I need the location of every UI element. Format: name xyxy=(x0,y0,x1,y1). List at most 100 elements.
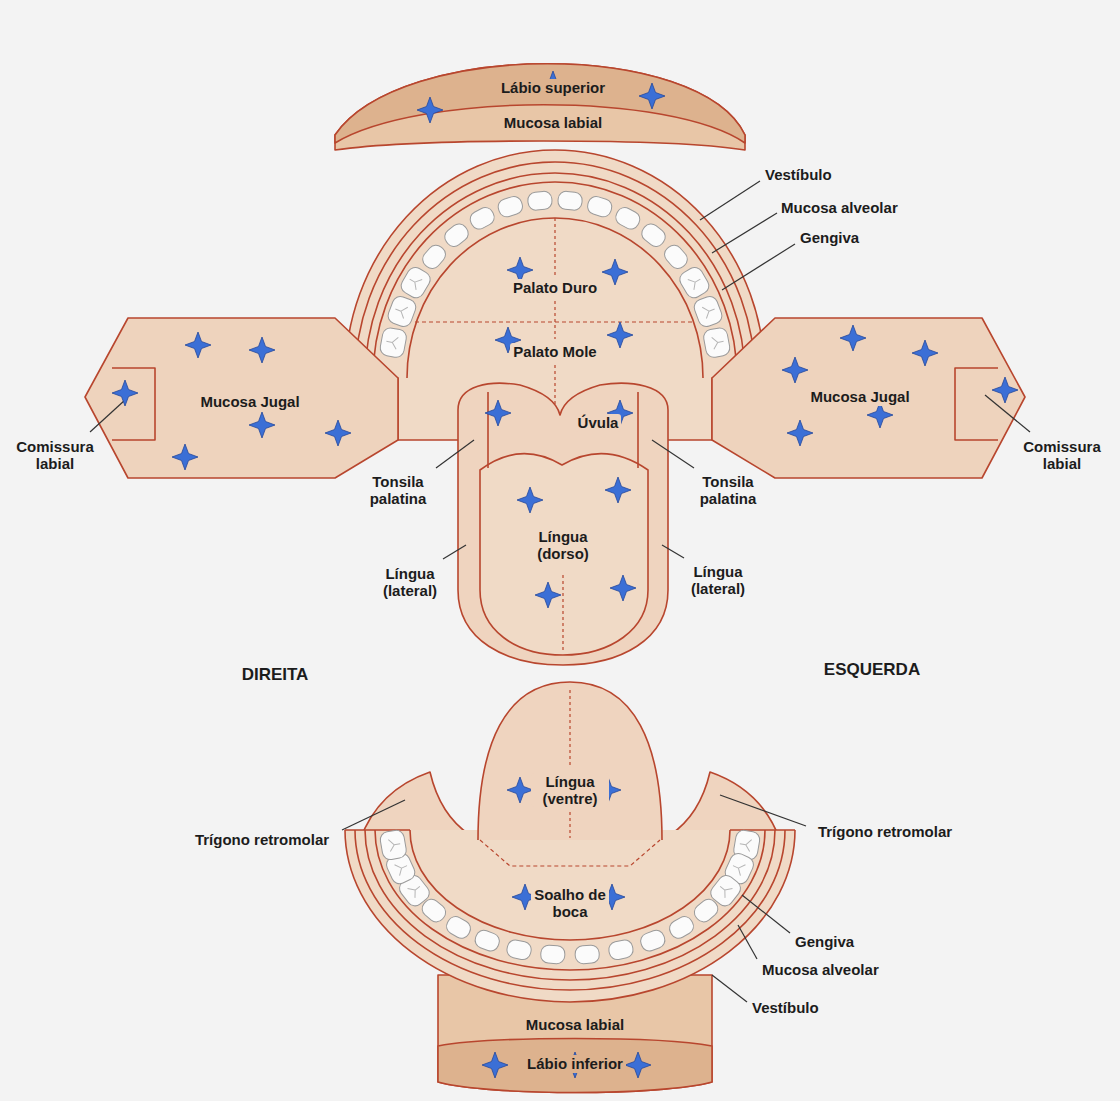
marker-star xyxy=(482,1052,508,1078)
commissure-box xyxy=(955,368,998,440)
cheek-right-side xyxy=(85,318,398,478)
tooth-crown xyxy=(586,195,614,219)
leader-line xyxy=(342,800,405,830)
part-label: Mucosa alveolar xyxy=(781,199,898,216)
leader-line xyxy=(662,545,684,558)
tooth xyxy=(702,327,731,359)
region-box: Lábio inferior xyxy=(522,1053,628,1074)
gingiva-line xyxy=(375,830,765,970)
tooth xyxy=(607,939,634,962)
tooth-crown xyxy=(691,896,721,925)
alveolar-line xyxy=(365,173,745,378)
tooth-crown xyxy=(473,928,502,953)
tooth xyxy=(496,195,524,219)
tooth xyxy=(575,945,600,965)
tooth xyxy=(613,205,643,232)
hard-soft-divider xyxy=(415,321,695,322)
tonsil-line xyxy=(488,392,638,468)
marker-star xyxy=(172,444,198,470)
marker-star xyxy=(535,582,561,608)
alveolar-line xyxy=(365,830,775,980)
tooth-crown xyxy=(527,191,553,211)
tooth-crown xyxy=(677,264,712,300)
upper-lip-mucosa xyxy=(335,64,745,150)
lower-arch-region xyxy=(345,830,795,1002)
marker-star xyxy=(840,325,866,351)
tooth-crown xyxy=(613,205,643,232)
tooth xyxy=(419,242,448,272)
region-name: Mucosa labial xyxy=(523,1016,627,1033)
tooth-crown xyxy=(639,221,669,250)
region-name: Mucosa Jugal xyxy=(197,393,302,410)
palate-region xyxy=(345,150,765,440)
marker-star xyxy=(112,380,138,406)
cheek-left-side xyxy=(712,318,1025,478)
region-name: Lábio inferior xyxy=(524,1055,626,1072)
part-label: Trígono retromolar xyxy=(195,831,329,848)
tooth xyxy=(639,221,669,250)
tooth-cusp xyxy=(407,274,423,290)
leader-line xyxy=(652,440,694,468)
marker-star xyxy=(992,377,1018,403)
tooth xyxy=(467,205,497,232)
leader-line xyxy=(742,895,790,933)
region-box: Soalho de boca xyxy=(529,884,611,923)
tooth-crown xyxy=(607,939,634,962)
tooth-crown xyxy=(467,205,497,232)
tooth-cusp xyxy=(712,335,725,349)
part-label: Vestíbulo xyxy=(752,999,819,1016)
tooth-cusp xyxy=(388,838,401,852)
tooth xyxy=(473,928,502,953)
tooth-crown xyxy=(702,327,731,359)
part-label: Trígono retromolar xyxy=(818,823,952,840)
part-label: Gengiva xyxy=(800,229,859,246)
marker-star xyxy=(912,340,938,366)
region-name: Língua (dorso) xyxy=(524,528,602,563)
tooth-crown xyxy=(442,221,472,250)
marker-star xyxy=(787,420,813,446)
part-label: Comissura labial xyxy=(9,438,101,473)
part-label: DIREITA xyxy=(242,665,309,685)
region-box: Lábio superior xyxy=(496,77,610,98)
part-label: Mucosa alveolar xyxy=(762,961,879,978)
region-box: Mucosa labial xyxy=(499,112,607,133)
marker-star xyxy=(249,412,275,438)
tooth-cusp xyxy=(716,882,732,898)
tooth-crown xyxy=(398,264,433,300)
frenum-outline xyxy=(480,840,660,866)
tooth xyxy=(667,914,697,941)
region-name: Palato Mole xyxy=(510,343,599,360)
tooth xyxy=(442,221,472,250)
region-name: Mucosa labial xyxy=(501,114,605,131)
tongue-midline xyxy=(562,575,563,652)
tooth-crown xyxy=(667,914,697,941)
region-name: Lábio superior xyxy=(498,79,608,96)
tooth xyxy=(692,294,724,329)
marker-star xyxy=(782,357,808,383)
part-label: Língua (lateral) xyxy=(680,563,756,598)
tooth-cusp xyxy=(730,860,745,876)
tooth xyxy=(661,242,690,272)
region-box: Úvula xyxy=(573,412,624,433)
marker-star xyxy=(605,477,631,503)
tooth-crown xyxy=(540,945,565,965)
leader-line xyxy=(443,545,466,559)
leader-line xyxy=(720,795,806,826)
region-box: Palato Duro xyxy=(508,277,602,298)
tooth-cusp xyxy=(385,335,398,349)
tooth-cusp xyxy=(393,303,408,318)
marker-star xyxy=(325,420,351,446)
tooth xyxy=(586,195,614,219)
tooth xyxy=(444,914,474,941)
tooth-crown xyxy=(661,242,690,272)
part-label: Tonsila palatina xyxy=(685,473,771,508)
tooth-crown xyxy=(386,294,418,329)
tooth-cusp xyxy=(688,274,704,290)
marker-star xyxy=(417,97,443,123)
tooth-crown xyxy=(692,294,724,329)
leader-line xyxy=(985,395,1030,432)
lower-teeth xyxy=(379,829,761,964)
lower-lip xyxy=(438,1039,712,1093)
part-label: Vestíbulo xyxy=(765,166,832,183)
